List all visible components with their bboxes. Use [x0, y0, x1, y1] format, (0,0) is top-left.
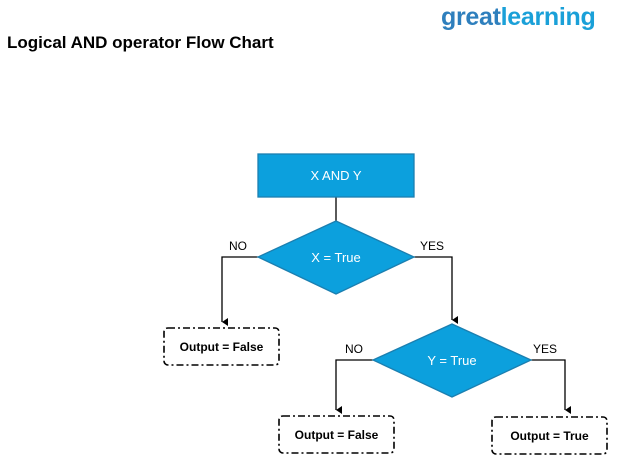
connector-decision2-no	[335, 359, 373, 414]
start-label: X AND Y	[310, 168, 361, 183]
decision1-yes-label: YES	[420, 239, 444, 253]
decision2-label: Y = True	[427, 353, 476, 368]
output2-label: Output = False	[295, 428, 379, 442]
decision2-diamond	[371, 323, 533, 398]
decision1-diamond	[256, 220, 416, 295]
logo-great: great	[441, 3, 501, 31]
output3-box	[491, 416, 608, 455]
output2-box	[278, 415, 395, 454]
output1-box	[163, 327, 280, 366]
connector-decision1-yes	[414, 256, 458, 324]
decision1-no-label: NO	[229, 239, 247, 253]
page-title: Logical AND operator Flow Chart	[7, 33, 274, 52]
greatlearning-logo: greatlearning	[441, 2, 596, 32]
decision2-no-label: NO	[345, 342, 363, 356]
connector-decision2-yes	[531, 359, 571, 414]
decision2-yes-label: YES	[533, 342, 557, 356]
connector-decision1-no	[221, 256, 258, 326]
decision1-label: X = True	[311, 250, 361, 265]
output3-label: Output = True	[510, 429, 589, 443]
output1-label: Output = False	[180, 340, 264, 354]
logo-learning: learning	[500, 3, 596, 31]
start-box	[257, 153, 415, 198]
